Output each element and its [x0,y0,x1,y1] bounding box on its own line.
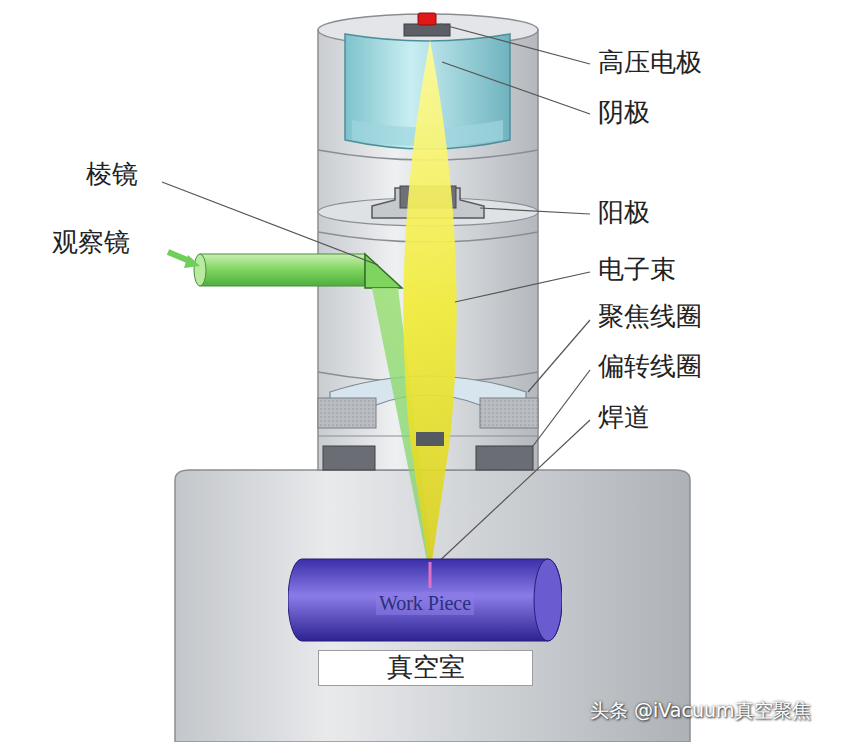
viewer-label: 观察镜 [52,228,130,257]
deflect-coil-label: 偏转线圈 [598,352,702,381]
cathode-label: 阴极 [598,98,650,127]
prism-label: 棱镜 [86,160,138,189]
vacuum-chamber-box: 真空室 [318,650,533,686]
node-text: 真空室 [387,653,465,683]
focus-coil-label: 聚焦线圈 [598,302,702,331]
electrode-label: 高压电极 [598,48,702,77]
workpiece: Work Piece [288,558,562,642]
node-text: Work Piece [376,592,474,615]
anode-label: 阳极 [598,198,650,227]
weld-label: 焊道 [598,403,650,432]
beam-label: 电子束 [598,255,676,284]
watermark: 头条 @iVacuum真空聚焦 [590,700,811,721]
